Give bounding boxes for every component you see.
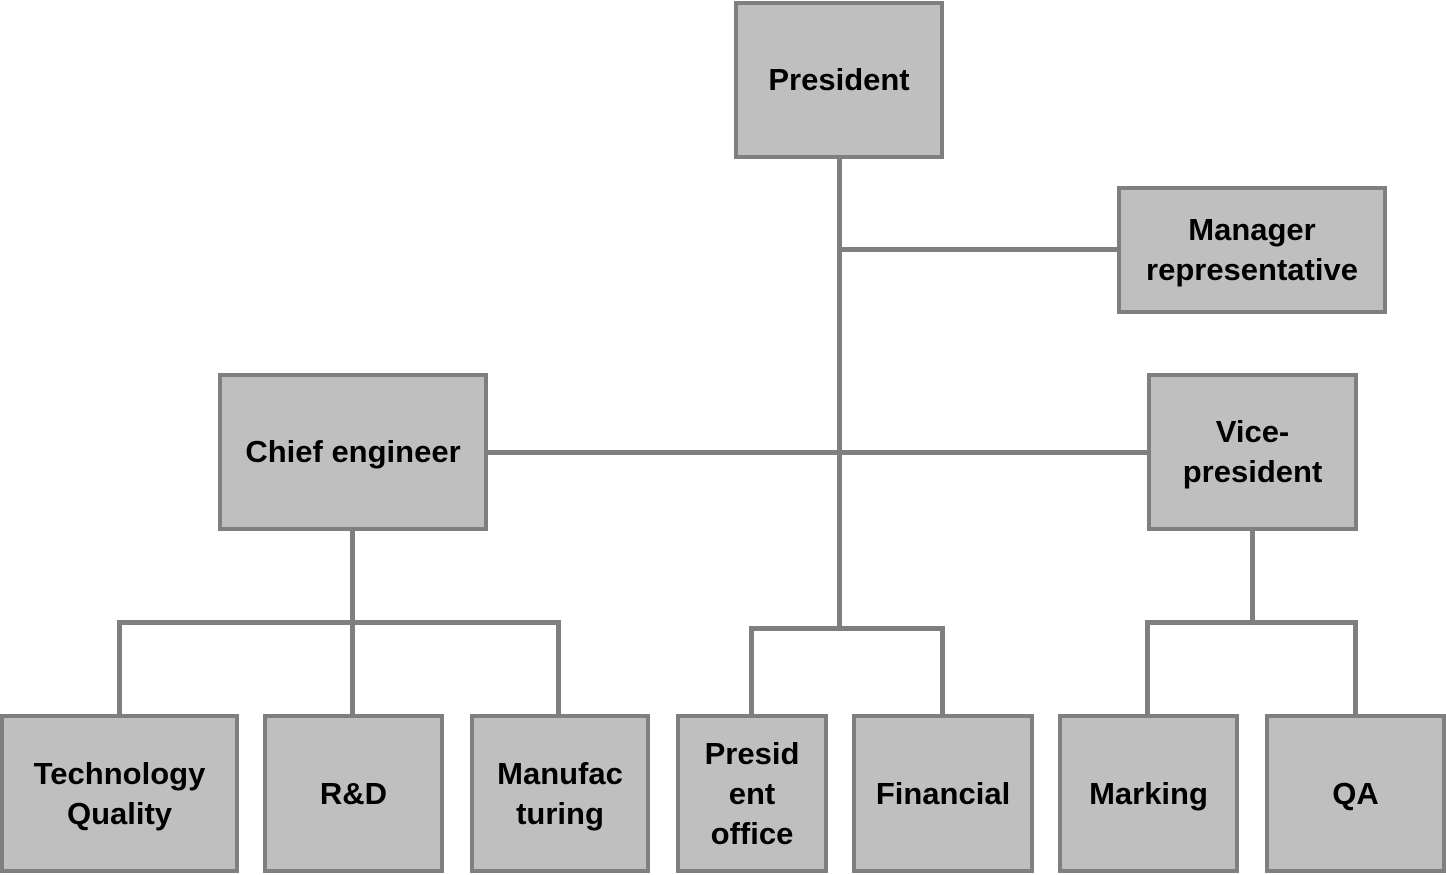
node-label: Vice- president (1182, 414, 1323, 489)
node-label: President (768, 62, 910, 97)
connector-line (350, 528, 355, 624)
connector-line (117, 620, 561, 625)
node-label: QA (1332, 775, 1379, 811)
connector-line (940, 626, 945, 717)
connector-line (350, 620, 355, 717)
connector-line (1145, 620, 1358, 625)
connector-line (1250, 528, 1255, 624)
node-president-office: Presid ent office (676, 714, 828, 873)
connector-line (117, 620, 122, 717)
node-vice-president: Vice- president (1147, 373, 1358, 531)
connector-line (749, 626, 754, 717)
node-financial: Financial (852, 714, 1034, 873)
node-label: Marking (1089, 775, 1208, 811)
node-label: Financial (875, 775, 1011, 811)
node-label: Technology Quality (33, 755, 206, 831)
connector-line (556, 620, 561, 717)
node-label: Chief engineer (245, 434, 461, 469)
node-president: President (734, 1, 944, 159)
node-label: R&D (319, 775, 388, 811)
connector-line (837, 247, 1120, 252)
node-chief-engineer: Chief engineer (218, 373, 488, 531)
node-marking: Marking (1058, 714, 1239, 873)
connector-line (1353, 620, 1358, 717)
node-manager-representative: Manager representative (1117, 186, 1387, 314)
node-label: Manager representative (1146, 212, 1358, 287)
node-qa: QA (1265, 714, 1446, 873)
connector-line (1145, 620, 1150, 717)
connector-line (837, 156, 842, 630)
connector-line (749, 626, 945, 631)
node-rnd: R&D (263, 714, 444, 873)
node-label: Manufac turing (497, 755, 623, 831)
node-technology-quality: Technology Quality (0, 714, 239, 873)
node-label: Presid ent office (704, 735, 800, 851)
connector-line (485, 450, 1150, 455)
node-manufacturing: Manufac turing (470, 714, 650, 873)
